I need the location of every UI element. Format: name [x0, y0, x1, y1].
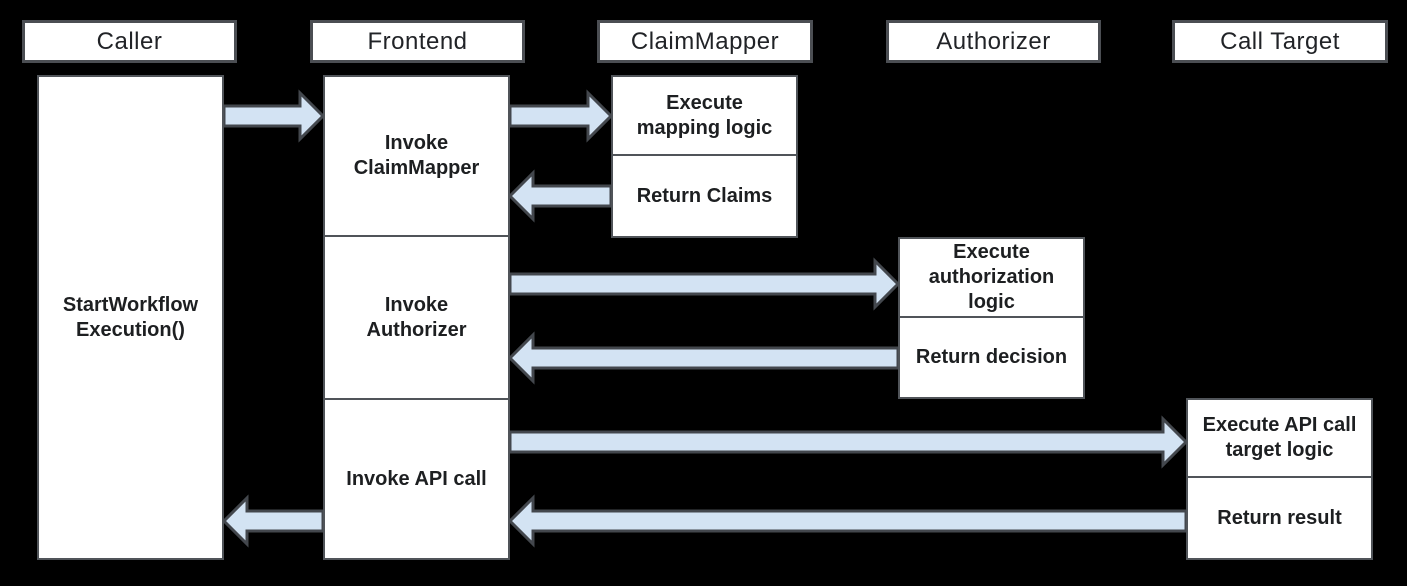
box-invoke-authorizer: Invoke Authorizer — [323, 235, 510, 400]
arrow-caller-to-frontend — [222, 89, 326, 143]
arrow-claimmapper-to-frontend — [507, 169, 613, 223]
box-return-result: Return result — [1186, 476, 1373, 560]
box-invoke-api-call: Invoke API call — [323, 398, 510, 560]
lifeline-header-frontend: Frontend — [310, 20, 525, 63]
box-return-decision: Return decision — [898, 316, 1085, 399]
arrow-frontend-to-calltarget — [508, 415, 1189, 469]
box-execute-authorization-logic: Execute authorization logic — [898, 237, 1085, 318]
box-return-claims: Return Claims — [611, 154, 798, 238]
box-execute-mapping-logic: Execute mapping logic — [611, 75, 798, 156]
box-execute-api-call-target-logic: Execute API call target logic — [1186, 398, 1373, 478]
arrow-frontend-to-authorizer — [508, 257, 901, 311]
lifeline-header-claimmapper: ClaimMapper — [597, 20, 813, 63]
box-startworkflowexecution: StartWorkflow Execution() — [37, 75, 224, 560]
lifeline-header-caller: Caller — [22, 20, 237, 63]
arrow-frontend-to-claimmapper — [508, 89, 614, 143]
lifeline-header-calltarget: Call Target — [1172, 20, 1388, 63]
lifeline-header-authorizer: Authorizer — [886, 20, 1101, 63]
arrow-frontend-to-caller — [221, 494, 325, 548]
arrow-calltarget-to-frontend — [507, 494, 1188, 548]
arrow-authorizer-to-frontend — [507, 331, 900, 385]
box-invoke-claimmapper: Invoke ClaimMapper — [323, 75, 510, 237]
